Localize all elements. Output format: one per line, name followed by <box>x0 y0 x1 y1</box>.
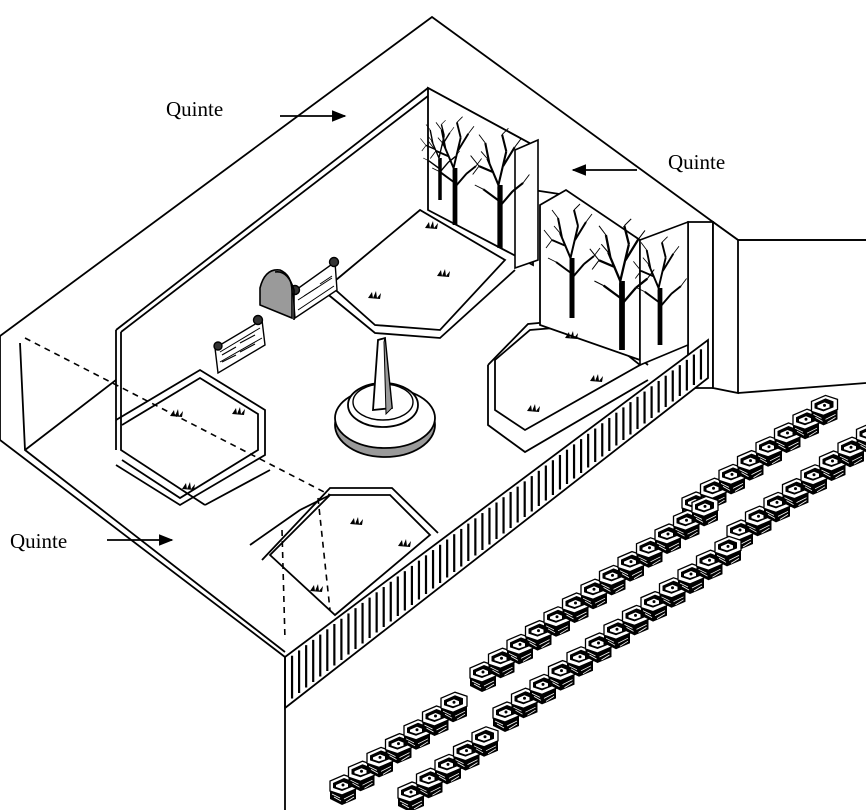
stage-apron <box>284 338 709 810</box>
sightlines <box>24 337 331 641</box>
label-quinte-left: Quinte <box>10 529 68 553</box>
seat-icon <box>714 535 742 568</box>
fountain-icon <box>334 336 436 458</box>
label-quinte-top-left: Quinte <box>166 97 224 121</box>
tree-flat-right <box>539 188 689 367</box>
seat-icon <box>440 691 468 723</box>
seat-icon <box>691 495 719 528</box>
proscenium <box>687 220 866 395</box>
balustrade-right <box>289 256 340 320</box>
seat-icon <box>810 394 839 427</box>
seat-icon <box>471 726 499 758</box>
arch-icon <box>259 269 295 320</box>
label-quinte-top-right: Quinte <box>668 150 726 174</box>
balustrade-left <box>213 314 266 375</box>
arrows <box>107 110 637 546</box>
tree-flat-back <box>419 86 539 270</box>
